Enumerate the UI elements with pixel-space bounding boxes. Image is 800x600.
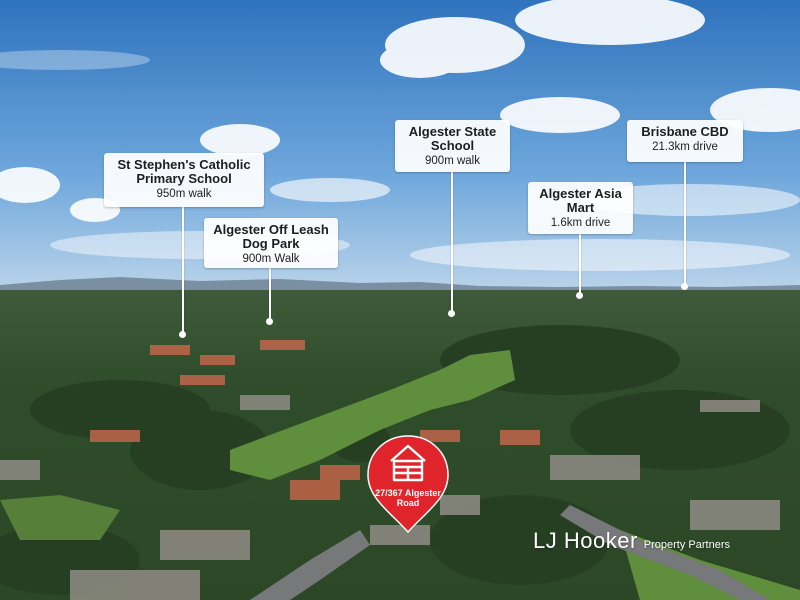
agency-watermark: LJ Hooker Property Partners bbox=[533, 528, 730, 554]
agency-office: Property Partners bbox=[643, 539, 730, 551]
callout-st-stephens-school: St Stephen's Catholic Primary School 950… bbox=[104, 153, 264, 207]
callout-distance: 900m walk bbox=[425, 155, 480, 167]
property-pin: 27/367 Algester Road bbox=[366, 434, 450, 534]
rooftops bbox=[90, 340, 540, 500]
callout-asia-mart: Algester Asia Mart 1.6km drive bbox=[528, 182, 633, 234]
callout-distance: 900m Walk bbox=[242, 253, 300, 265]
callout-dog-park: Algester Off Leash Dog Park 900m Walk bbox=[204, 218, 338, 268]
park-grass bbox=[230, 350, 515, 480]
agency-name: LJ Hooker bbox=[533, 528, 638, 553]
callout-brisbane-cbd: Brisbane CBD 21.3km drive bbox=[627, 120, 743, 162]
rooftops-grey bbox=[0, 395, 780, 600]
callout-title: Algester State School bbox=[408, 124, 497, 153]
clouds bbox=[0, 0, 800, 271]
road bbox=[560, 505, 770, 600]
callout-distance: 950m walk bbox=[156, 188, 212, 200]
property-address: 27/367 Algester Road bbox=[375, 488, 441, 508]
callout-distance: 21.3km drive bbox=[652, 141, 718, 153]
callout-distance: 1.6km drive bbox=[550, 217, 611, 229]
house-icon bbox=[390, 444, 426, 482]
callout-title: Algester Asia Mart bbox=[539, 186, 622, 215]
callout-title: St Stephen's Catholic Primary School bbox=[117, 157, 251, 186]
callout-title: Brisbane CBD bbox=[641, 124, 729, 139]
callout-state-school: Algester State School 900m walk bbox=[395, 120, 510, 172]
callout-title: Algester Off Leash Dog Park bbox=[213, 222, 329, 251]
